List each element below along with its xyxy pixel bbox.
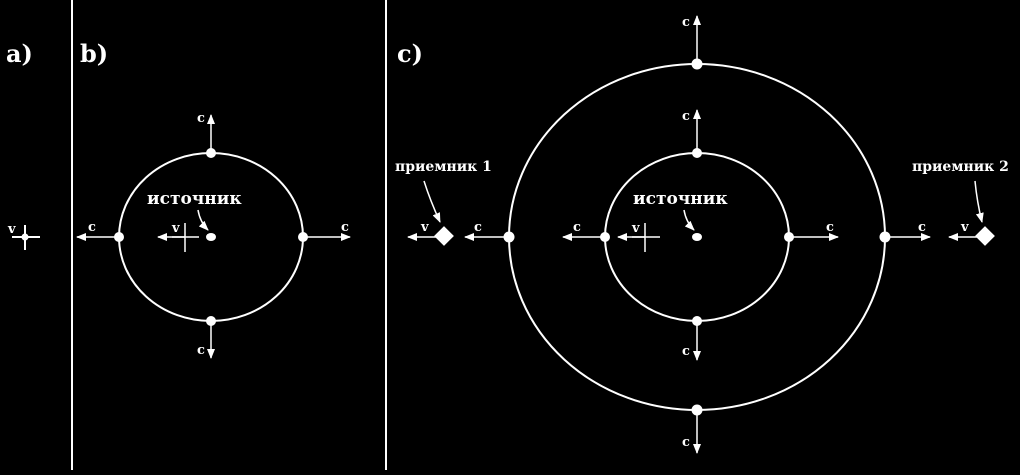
- c-label-b-right: c: [341, 220, 349, 235]
- panel-label-b: b): [80, 39, 108, 68]
- source-dot-c: [692, 233, 702, 241]
- c-label-outer-top: c: [682, 15, 690, 30]
- panel-label-a: a): [6, 39, 33, 68]
- source-start-marker-c: v: [617, 221, 660, 252]
- source-label-c: источник: [633, 189, 728, 209]
- receiver-2-label: приемник 2: [912, 159, 1009, 175]
- c-label-b-top: c: [197, 111, 205, 126]
- source-label-b: источник: [147, 189, 242, 209]
- receiver-1: v приемник 1: [395, 159, 492, 246]
- c-label-inner-bottom: c: [682, 344, 690, 359]
- c-label-outer-right: c: [918, 220, 926, 235]
- panel-c-v-label: v: [631, 221, 640, 236]
- panel-c: v источник c c c c c c c c: [395, 15, 1009, 454]
- receiver-2: v приемник 2: [912, 159, 1009, 246]
- c-label-b-left: c: [88, 220, 96, 235]
- c-label-inner-left: c: [573, 220, 581, 235]
- panel-b: v источник c c c c: [76, 111, 351, 359]
- receiver-2-v-label: v: [960, 220, 969, 235]
- source-start-marker-b: v: [157, 221, 199, 252]
- panel-label-c: c): [397, 39, 423, 68]
- receiver-1-v-label: v: [420, 220, 429, 235]
- c-label-b-bottom: c: [197, 343, 205, 358]
- c-label-outer-bottom: c: [682, 435, 690, 450]
- c-label-inner-top: c: [682, 109, 690, 124]
- c-label-outer-left: c: [474, 220, 482, 235]
- panel-b-v-label: v: [171, 221, 180, 236]
- source-dot-b: [206, 233, 216, 241]
- c-label-inner-right: c: [826, 220, 834, 235]
- receiver-1-label: приемник 1: [395, 159, 492, 175]
- panel-a-source: v: [7, 222, 40, 250]
- panel-a-v-label: v: [7, 222, 16, 237]
